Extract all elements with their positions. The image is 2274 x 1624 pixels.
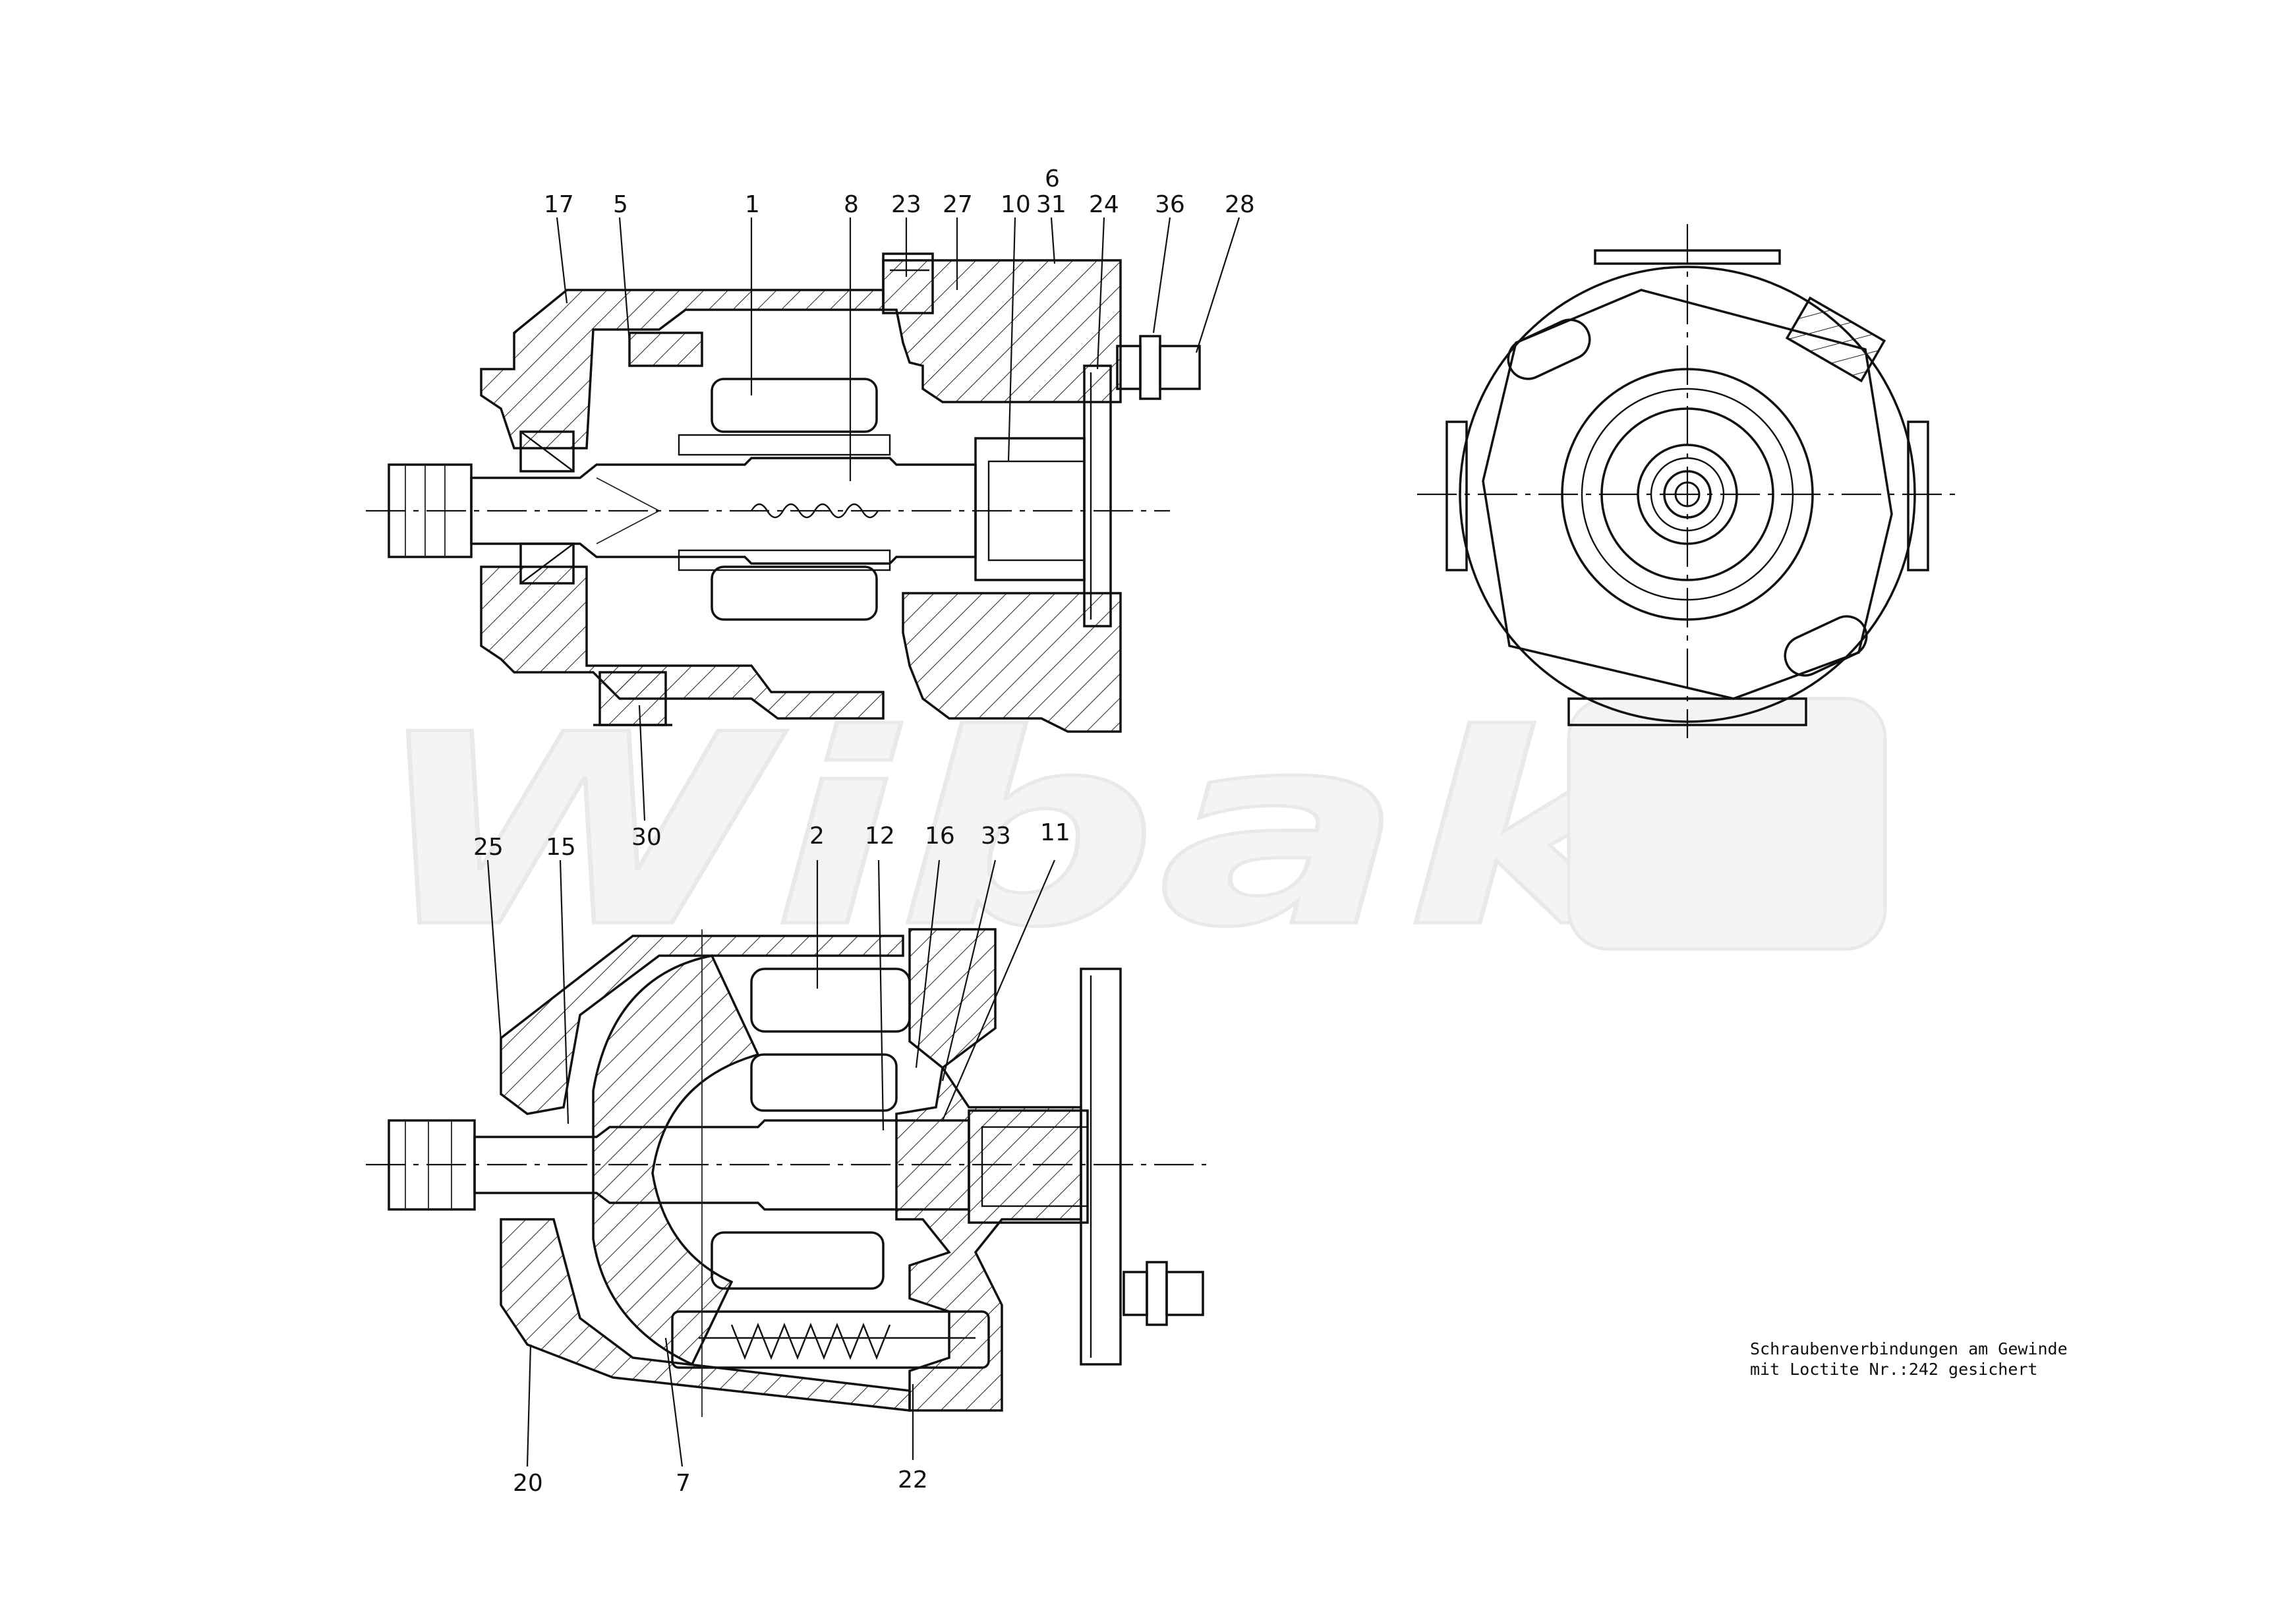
top-bolt	[1116, 335, 1201, 400]
top-section-view	[366, 252, 1201, 733]
callout-7: 7	[676, 1470, 691, 1497]
end-view	[1417, 224, 1958, 738]
bottom-piston-upper	[750, 968, 911, 1033]
callout-16: 16	[925, 823, 955, 850]
callout-25: 25	[473, 834, 504, 861]
top-piston-upper	[711, 378, 878, 433]
callout-24: 24	[1089, 191, 1119, 218]
callout-8: 8	[844, 191, 859, 218]
top-bearing	[519, 430, 575, 585]
callout-labels: 17 5 1 8 23 27 6 10 31 24 36 28 30 25 15…	[473, 165, 1255, 1497]
note-line-1: Schraubenverbindungen am Gewinde	[1750, 1339, 2068, 1358]
bottom-piston-lower	[711, 1231, 885, 1290]
top-plug-30	[598, 671, 667, 726]
bottom-housing-shell	[500, 935, 904, 1115]
bottom-bolt	[1122, 1261, 1204, 1326]
callout-20: 20	[513, 1470, 543, 1497]
bolt-slot-upper-left	[1507, 318, 1591, 380]
callout-27: 27	[943, 191, 973, 218]
top-port-plate	[882, 259, 1122, 403]
callout-leaders	[486, 217, 1240, 1467]
note-line-2: mit Loctite Nr.:242 gesichert	[1750, 1360, 2038, 1379]
callout-1: 1	[745, 191, 760, 218]
callout-36: 36	[1155, 191, 1185, 218]
callout-28: 28	[1225, 191, 1255, 218]
callout-22: 22	[898, 1466, 928, 1494]
callout-30: 30	[631, 824, 662, 851]
bottom-swash-plate	[592, 954, 760, 1366]
bolt-slot-lower-right	[1784, 615, 1868, 677]
callout-33: 33	[981, 823, 1011, 850]
callout-15: 15	[546, 834, 576, 861]
top-rear-flange	[1083, 364, 1112, 627]
bottom-control-piston	[671, 1310, 990, 1369]
top-piston-lower	[711, 566, 878, 621]
bottom-section-view	[366, 928, 1206, 1417]
callout-2: 2	[809, 823, 825, 850]
top-housing-shell	[480, 289, 885, 450]
top-housing-lower	[480, 566, 885, 720]
watermark: Wibako	[368, 678, 1887, 987]
callout-17: 17	[544, 191, 574, 218]
callout-5: 5	[613, 191, 628, 218]
callout-23: 23	[891, 191, 921, 218]
bottom-port-plate	[895, 928, 1082, 1412]
bottom-rear-flange	[1080, 968, 1122, 1366]
top-rear-shaft-housing	[974, 437, 1086, 581]
callout-10: 10	[1001, 191, 1031, 218]
bottom-piston-mid	[750, 1053, 898, 1112]
callout-11: 11	[1040, 819, 1070, 846]
top-port-plate-lower	[902, 592, 1122, 733]
callout-6: 6	[1045, 165, 1060, 192]
assembly-note: Schraubenverbindungen am Gewinde mit Loc…	[1750, 1339, 2068, 1379]
callout-31: 31	[1036, 191, 1066, 218]
callout-12: 12	[865, 823, 895, 850]
